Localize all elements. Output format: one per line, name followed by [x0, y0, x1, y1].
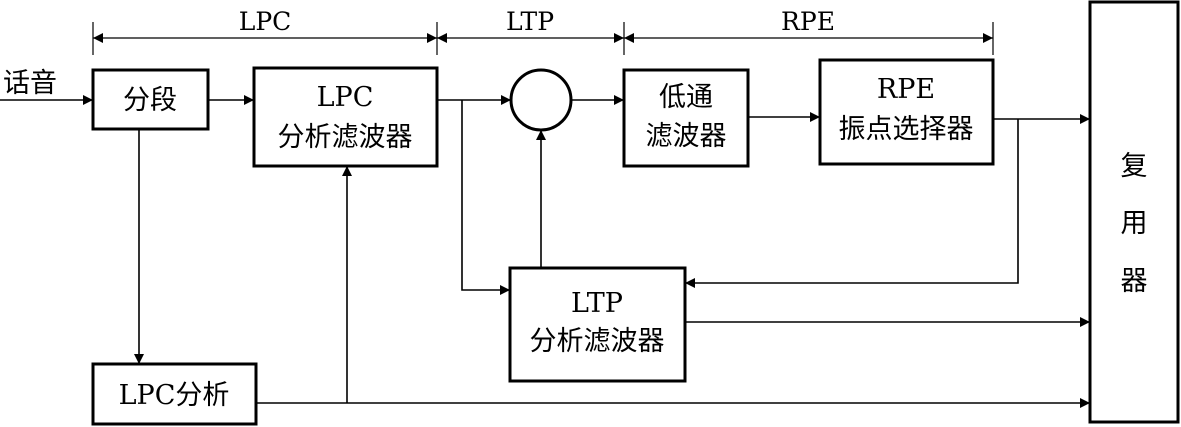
- stage-label-rpe: RPE: [781, 7, 835, 36]
- lpc-output-to-ltp-arrow: [461, 100, 510, 295]
- lowpass-filter-block: [622, 68, 750, 168]
- ltp-filter-label-line1: LTP: [571, 288, 623, 319]
- summing-junction: [509, 68, 573, 132]
- rpe-selector-label-line2: 振点选择器: [839, 114, 974, 145]
- stage-label-ltp: LTP: [506, 7, 554, 36]
- multiplexer-block: [1088, 0, 1180, 424]
- rpe-feedback-to-ltp-arrow: [685, 119, 1019, 288]
- lpc-analysis-label: LPC分析: [119, 380, 230, 411]
- stage-label-lpc: LPC: [239, 7, 292, 36]
- lpc-filter-label-line1: LPC: [317, 82, 374, 113]
- mux-label-char2: 用: [1121, 208, 1148, 239]
- mux-label-char3: 器: [1121, 266, 1148, 297]
- rpe-selector-block: [818, 58, 995, 166]
- segment-block: [91, 68, 210, 131]
- lowpass-label-line1: 低通: [659, 82, 713, 113]
- mux-label-char1: 复: [1121, 151, 1148, 182]
- segment-label: 分段: [123, 85, 177, 116]
- lpc-filter-label-line2: 分析滤波器: [278, 122, 413, 153]
- rpe-selector-label-line1: RPE: [877, 74, 935, 105]
- lpc-analysis-block: [91, 362, 258, 426]
- ltp-filter-label-line2: 分析滤波器: [530, 326, 665, 357]
- input-label: 话音: [3, 68, 57, 99]
- stage-dimension-lines: [92, 22, 994, 55]
- lowpass-label-line2: 滤波器: [646, 121, 727, 152]
- ltp-filter-block: [508, 266, 687, 383]
